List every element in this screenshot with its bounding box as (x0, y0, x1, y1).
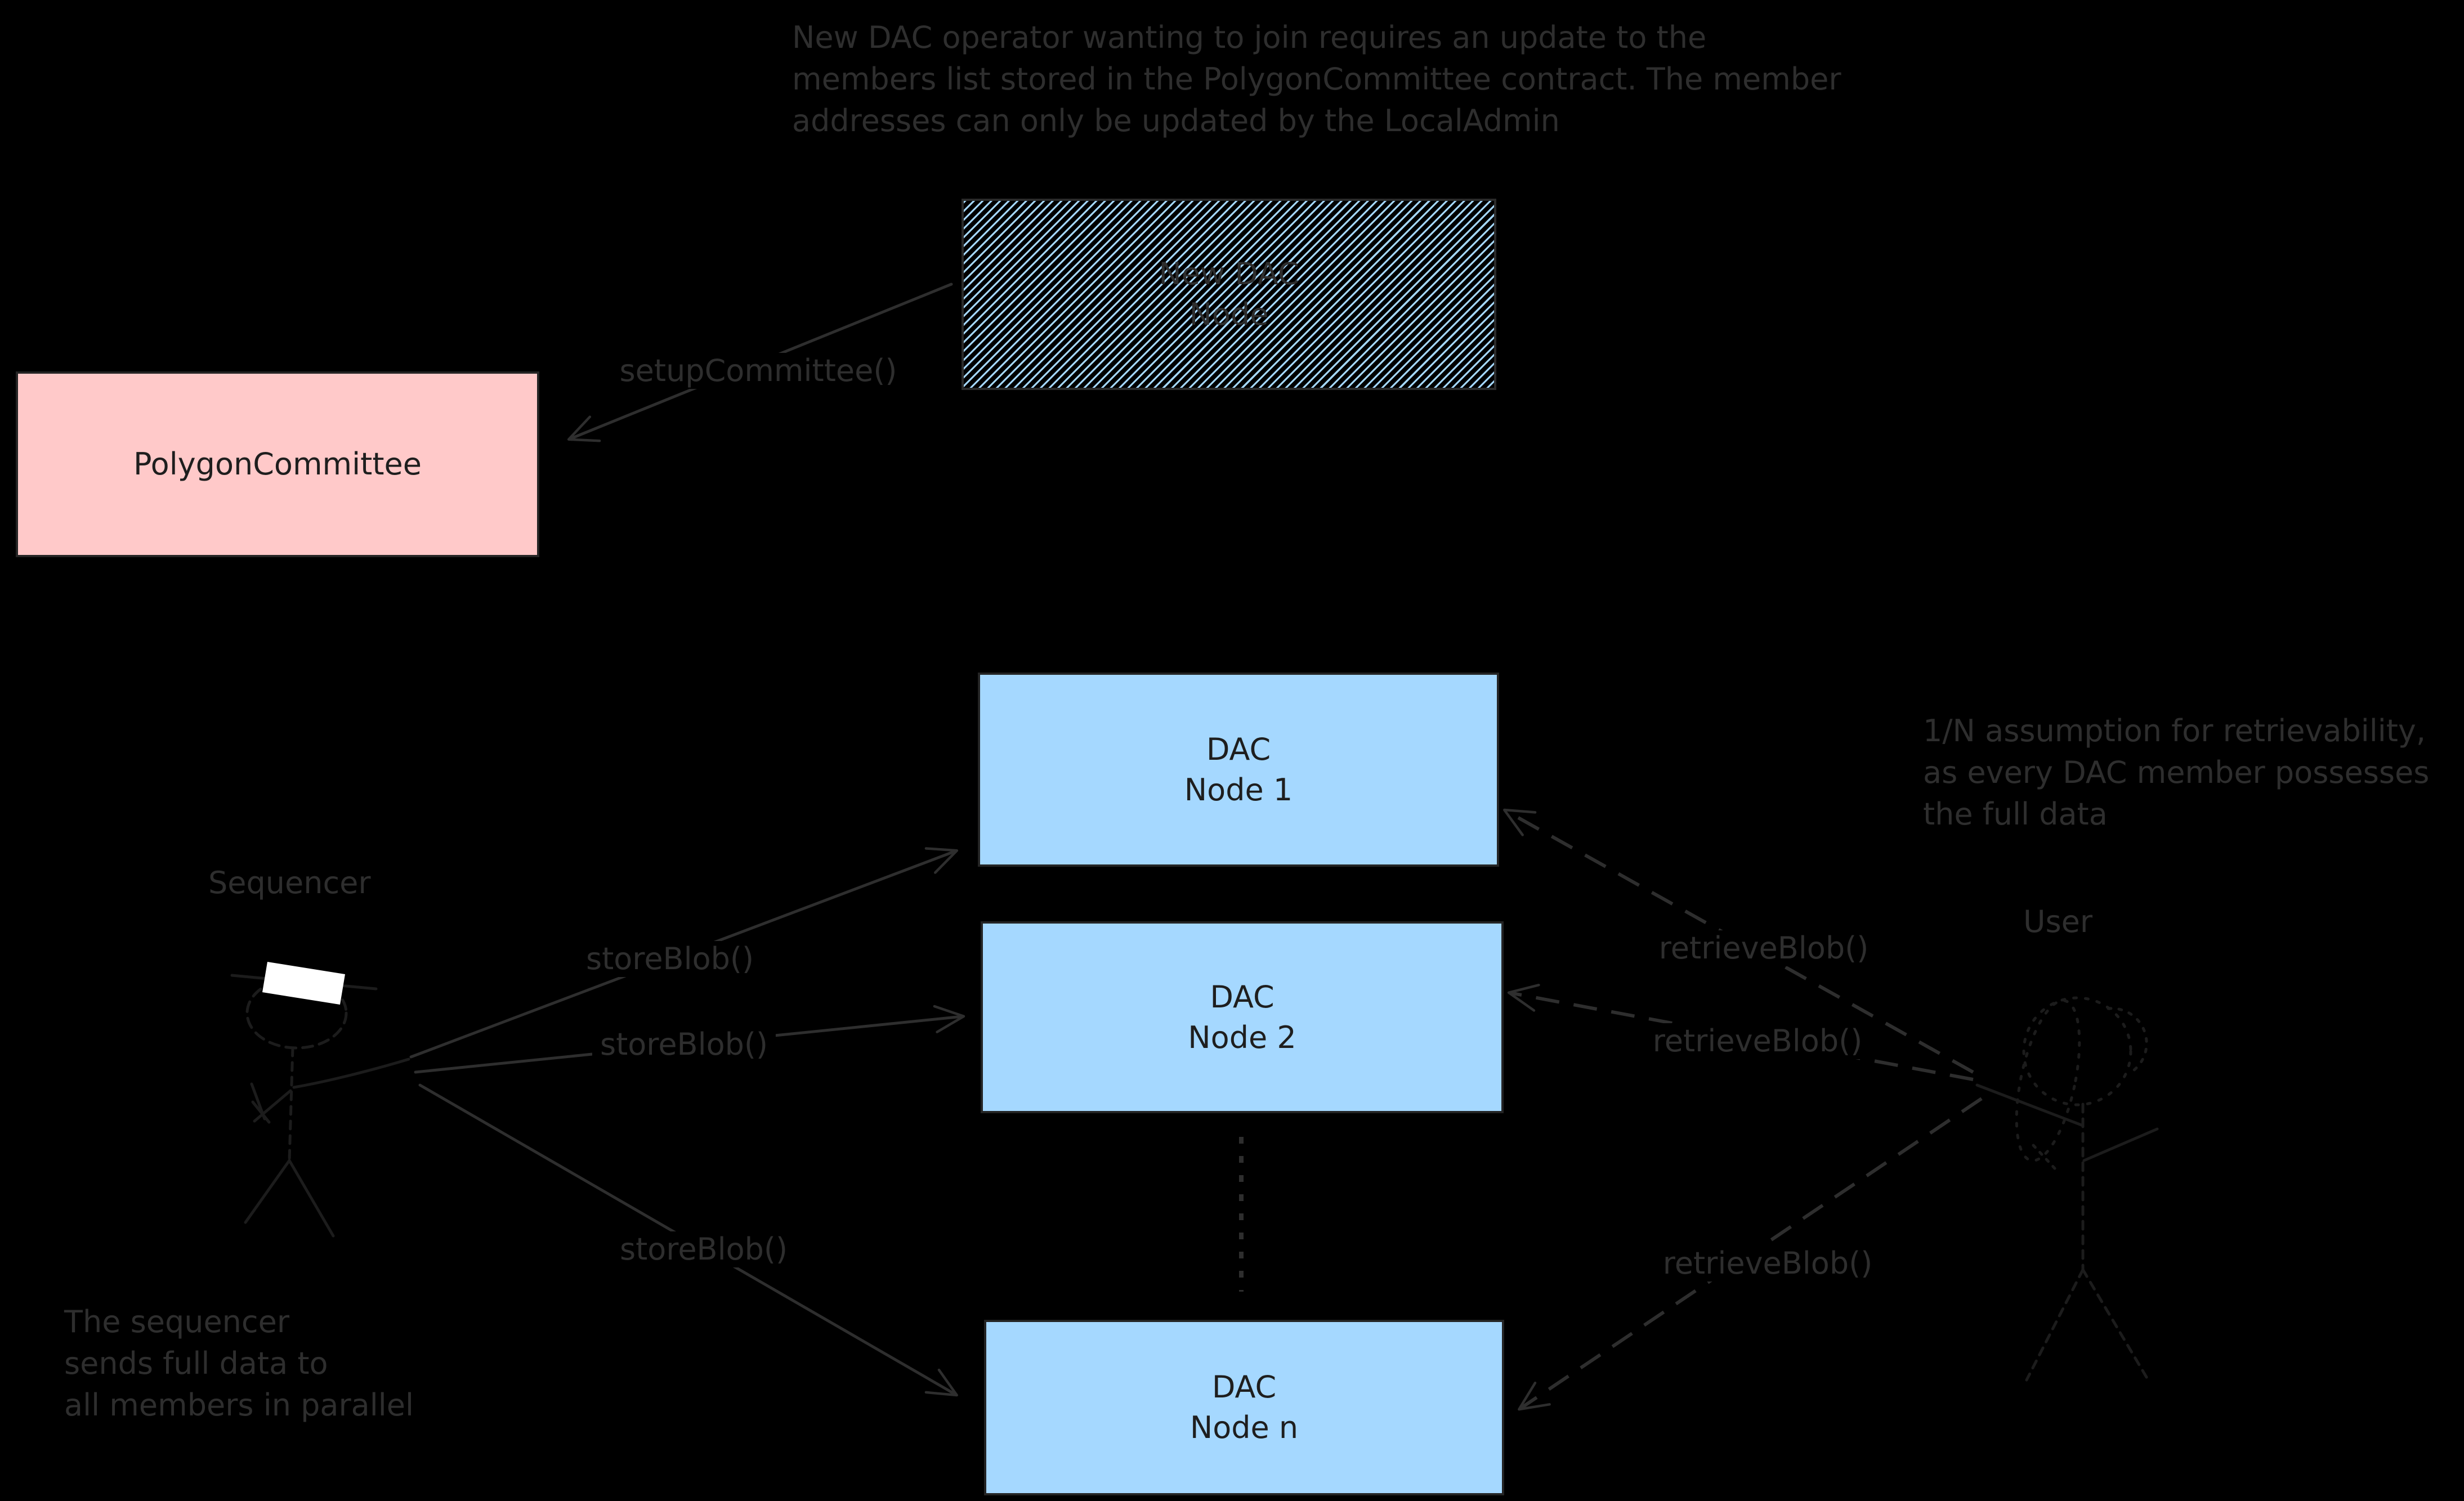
sequencer-hat-icon (262, 962, 345, 1005)
retrievability-annotation: 1/N assumption for retrievability, as ev… (1923, 713, 2430, 832)
setupcommittee-edge-label: setupCommittee() (611, 353, 905, 389)
dac-node-n-box: DAC Node n (984, 1320, 1504, 1495)
user-label: User (2023, 904, 2093, 939)
polygon-committee-box: PolygonCommittee (16, 371, 539, 557)
storeblob-node2-edge-label: storeBlob() (592, 1027, 776, 1063)
sequencer-label: Sequencer (208, 865, 371, 900)
retrieveblob-noden-edge-label: retrieveBlob() (1654, 1245, 1881, 1282)
dac-node-2-label: DAC Node 2 (1188, 979, 1296, 1055)
dac-node-2-box: DAC Node 2 (981, 921, 1504, 1113)
sequencer-figure-icon (230, 962, 410, 1238)
sequencer-annotation: The sequencer sends full data to all mem… (64, 1304, 414, 1423)
new-dac-node-box: New DAC Node (962, 199, 1496, 390)
new-dac-node-label: New DAC Node (1159, 256, 1299, 332)
retrieveblob-node2-edge-label: retrieveBlob() (1644, 1023, 1871, 1059)
polygon-committee-label: PolygonCommittee (133, 446, 422, 482)
storeblob-node1-edge-label: storeBlob() (578, 941, 762, 977)
retrieveblob-node1-edge-label: retrieveBlob() (1651, 930, 1877, 966)
dac-node-1-box: DAC Node 1 (978, 673, 1499, 867)
top-annotation: New DAC operator wanting to join require… (792, 20, 1841, 138)
dac-node-1-label: DAC Node 1 (1184, 731, 1293, 808)
user-figure-icon (1975, 996, 2159, 1382)
storeblob-noden-edge-label: storeBlob() (611, 1231, 796, 1267)
dac-node-n-label: DAC Node n (1189, 1369, 1299, 1445)
